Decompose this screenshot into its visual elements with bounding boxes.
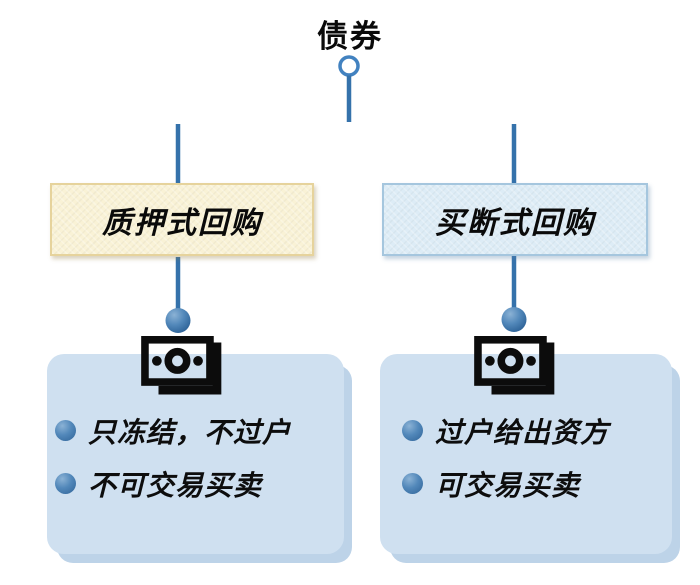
branch-label-outright-repo: 买断式回购 [382, 183, 648, 256]
money-icon [141, 336, 222, 395]
root-node-circle-icon [338, 55, 360, 77]
bullet-dot-icon [55, 420, 76, 441]
list-item: 可交易买卖 [402, 457, 672, 510]
list-item: 过户给出资方 [402, 404, 672, 457]
list-item-text: 不可交易买卖 [88, 469, 263, 501]
branch-label-text: 质押式回购 [102, 206, 262, 240]
list-item-text: 可交易买卖 [435, 469, 581, 501]
endpoint-dot-left-icon [165, 308, 191, 333]
panel-outright-repo-details: 过户给出资方 可交易买卖 [380, 354, 672, 554]
page-title: 债券 [317, 19, 383, 54]
bullet-dot-icon [402, 473, 423, 494]
list-item: 只冻结，不过户 [55, 404, 344, 457]
list-item-text: 过户给出资方 [435, 416, 610, 448]
branch-label-pledge-repo: 质押式回购 [50, 183, 314, 256]
list-item: 不可交易买卖 [55, 457, 344, 510]
bullet-dot-icon [402, 420, 423, 441]
endpoint-dot-right-icon [501, 307, 527, 332]
money-icon [474, 336, 555, 395]
list-item-text: 只冻结，不过户 [88, 416, 292, 448]
branch-label-text: 买断式回购 [435, 206, 595, 240]
bullet-dot-icon [55, 473, 76, 494]
